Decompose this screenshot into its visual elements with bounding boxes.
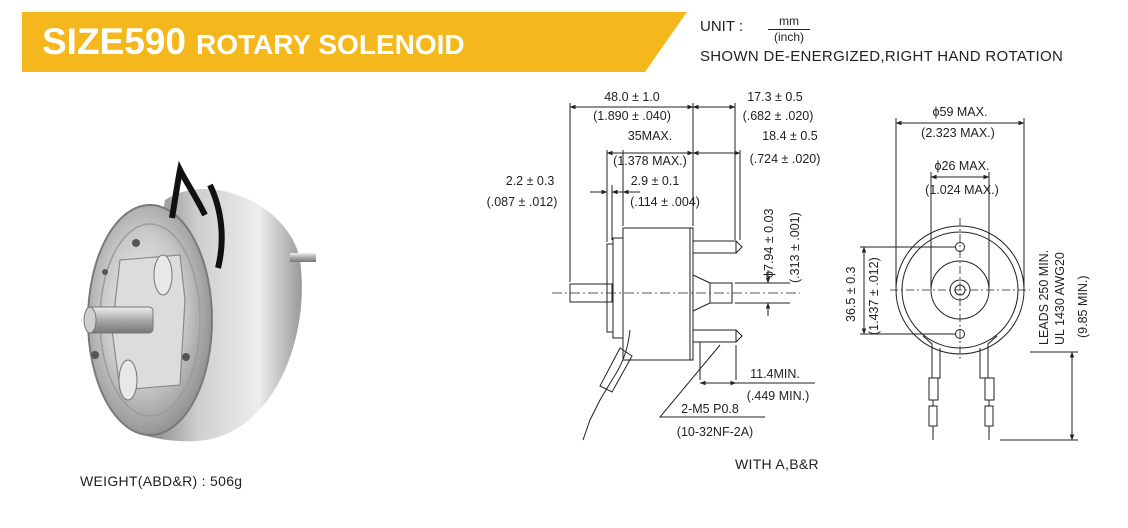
solenoid-photo (83, 160, 316, 442)
lead-right (984, 377, 995, 401)
lower-stud (692, 329, 737, 343)
dim-outer-in: (2.323 MAX.) (921, 126, 995, 140)
leads-in: (9.85 MIN.) (1076, 275, 1090, 338)
page-title: SIZE590 ROTARY SOLENOID (42, 22, 465, 62)
dim-plate-in: (.114 ± .004) (630, 195, 700, 209)
dim-shaft-dia-mm: ϕ7.94 ± 0.03 (762, 208, 776, 278)
dim-outer-mm: ϕ59 MAX. (933, 105, 988, 119)
dim-shaft-in: (.682 ± .020) (743, 109, 814, 123)
unit-fraction: mm (inch) (768, 14, 810, 45)
leads-line-2: UL 1430 AWG20 (1053, 252, 1067, 345)
dim-hole-mm: 36.5 ± 0.3 (844, 266, 858, 322)
dim-shaft-dia-in: (.313 ± .001) (788, 212, 802, 283)
side-view (552, 103, 815, 441)
dim-inner-in: (1.024 MAX.) (925, 183, 999, 197)
dim-body-in: (1.378 MAX.) (613, 154, 687, 168)
unit-primary: mm (768, 14, 810, 30)
dim-stud-min-mm: 11.4MIN. (750, 367, 800, 381)
unit-label: UNIT : (700, 18, 744, 35)
dim-stud-mm: 18.4 ± 0.5 (762, 129, 818, 143)
output-shaft (87, 306, 154, 334)
dim-overall-mm: 48.0 ± 1.0 (604, 90, 660, 104)
model-number: SIZE590 (42, 21, 186, 62)
side-shaft (569, 283, 613, 303)
banner-background (22, 12, 687, 72)
dim-body-mm: 35MAX. (628, 129, 672, 143)
dim-stud-in: (.724 ± .020) (750, 152, 821, 166)
front-view (860, 118, 1078, 441)
product-name: ROTARY SOLENOID (195, 29, 465, 60)
lead-wire-1 (169, 160, 208, 219)
weight-label: WEIGHT(ABD&R) : 506g (80, 473, 243, 489)
dim-inner-mm: ϕ26 MAX. (935, 159, 990, 173)
dim-shaft-mm: 17.3 ± 0.5 (747, 90, 803, 104)
side-view-labels: 48.0 ± 1.0 (1.890 ± .040) 35MAX. (1.378 … (487, 90, 821, 439)
upper-stud (692, 240, 737, 254)
rear-shaft (709, 282, 733, 304)
dim-overall-in: (1.890 ± .040) (593, 109, 671, 123)
orientation-note: SHOWN DE-ENERGIZED,RIGHT HAND ROTATION (700, 48, 1064, 65)
lead-left (928, 377, 939, 401)
dim-hole-in: (1.437 ± .012) (867, 257, 881, 335)
title-banner: SIZE590 ROTARY SOLENOID (22, 12, 687, 72)
side-body (622, 227, 694, 361)
dim-stud-min-in: (.449 MIN.) (747, 389, 810, 403)
dim-flange-mm: 2.2 ± 0.3 (506, 174, 555, 188)
front-view-labels: ϕ59 MAX. (2.323 MAX.) ϕ26 MAX. (1.024 MA… (844, 105, 1090, 345)
variant-label: WITH A,B&R (735, 456, 819, 472)
lead-wire-2 (207, 183, 225, 269)
thread-spec-mm: 2-M5 P0.8 (681, 402, 739, 416)
unit-secondary: (inch) (773, 30, 804, 44)
thread-spec-in: (10-32NF-2A) (677, 425, 753, 439)
dim-flange-in: (.087 ± .012) (487, 195, 558, 209)
rear-stud (290, 253, 316, 262)
leads-line-1: LEADS 250 MIN. (1037, 250, 1051, 345)
dim-plate-mm: 2.9 ± 0.1 (631, 174, 680, 188)
mount-hole-bottom (955, 329, 965, 339)
